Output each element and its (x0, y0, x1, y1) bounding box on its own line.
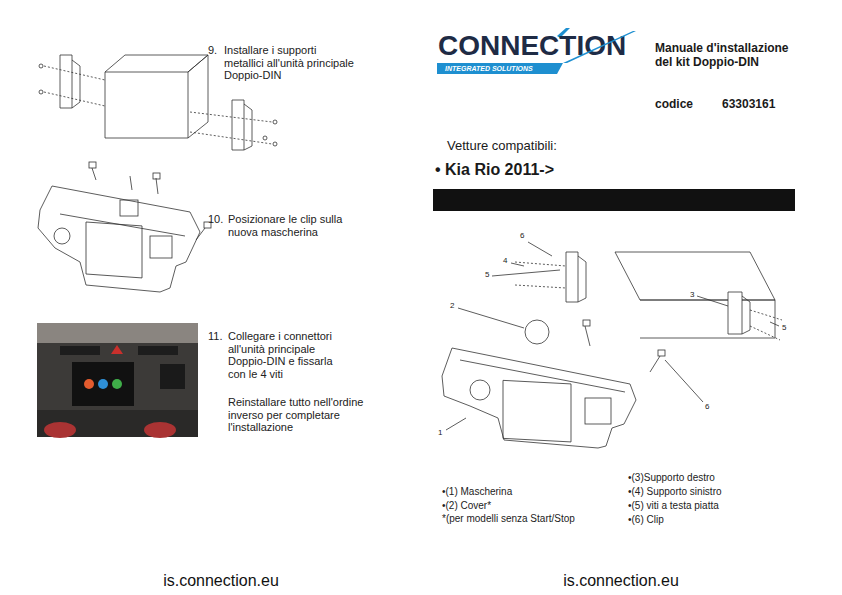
callout-number: 3 (690, 290, 694, 299)
step-number: 9. (208, 44, 217, 57)
brand-logo: CONNECTION (438, 30, 626, 62)
manual-title: Manuale d'installazione del kit Doppio-D… (655, 42, 805, 70)
step-number: 10. (208, 213, 223, 226)
website-url: is.connection.eu (531, 572, 711, 590)
callout-number: 6 (705, 402, 709, 411)
code-value: 63303161 (722, 98, 775, 112)
legend-item: •(1) Mascherina (442, 486, 512, 498)
legend-item: •(2) Cover* (442, 500, 491, 512)
legend-item: •(6) Clip (628, 514, 664, 526)
step-number: 11. (208, 330, 222, 343)
step-text: Installare i supporti metallici all'unit… (224, 44, 354, 82)
website-url: is.connection.eu (131, 572, 311, 590)
legend-item: •(5) viti a testa piatta (628, 500, 719, 512)
step-text: Collegare i connettori all'unità princip… (228, 330, 353, 381)
legend-note: *(per modelli senza Start/Stop (442, 513, 575, 525)
vehicle-name: • Kia Rio 2011-> (435, 161, 554, 179)
step-text: Posizionare le clip sulla nuova mascheri… (228, 213, 358, 238)
note-text: Reinstallare tutto nell'ordine inverso p… (228, 396, 378, 434)
callout-number: 6 (520, 231, 524, 240)
callout-number: 2 (450, 301, 454, 310)
callout-number: 5 (782, 323, 786, 332)
code-label: codice (655, 98, 693, 112)
callout-number: 1 (438, 428, 442, 437)
section-heading: Vetture compatibili: (447, 139, 557, 154)
callout-number: 4 (503, 256, 507, 265)
legend-item: •(4) Supporto sinistro (628, 486, 722, 498)
legend-item: •(3)Supporto destro (628, 472, 715, 484)
logo-banner: INTEGRATED SOLUTIONS (437, 63, 563, 74)
banner-text: INTEGRATED SOLUTIONS (445, 64, 555, 73)
callout-number: 5 (485, 270, 489, 279)
